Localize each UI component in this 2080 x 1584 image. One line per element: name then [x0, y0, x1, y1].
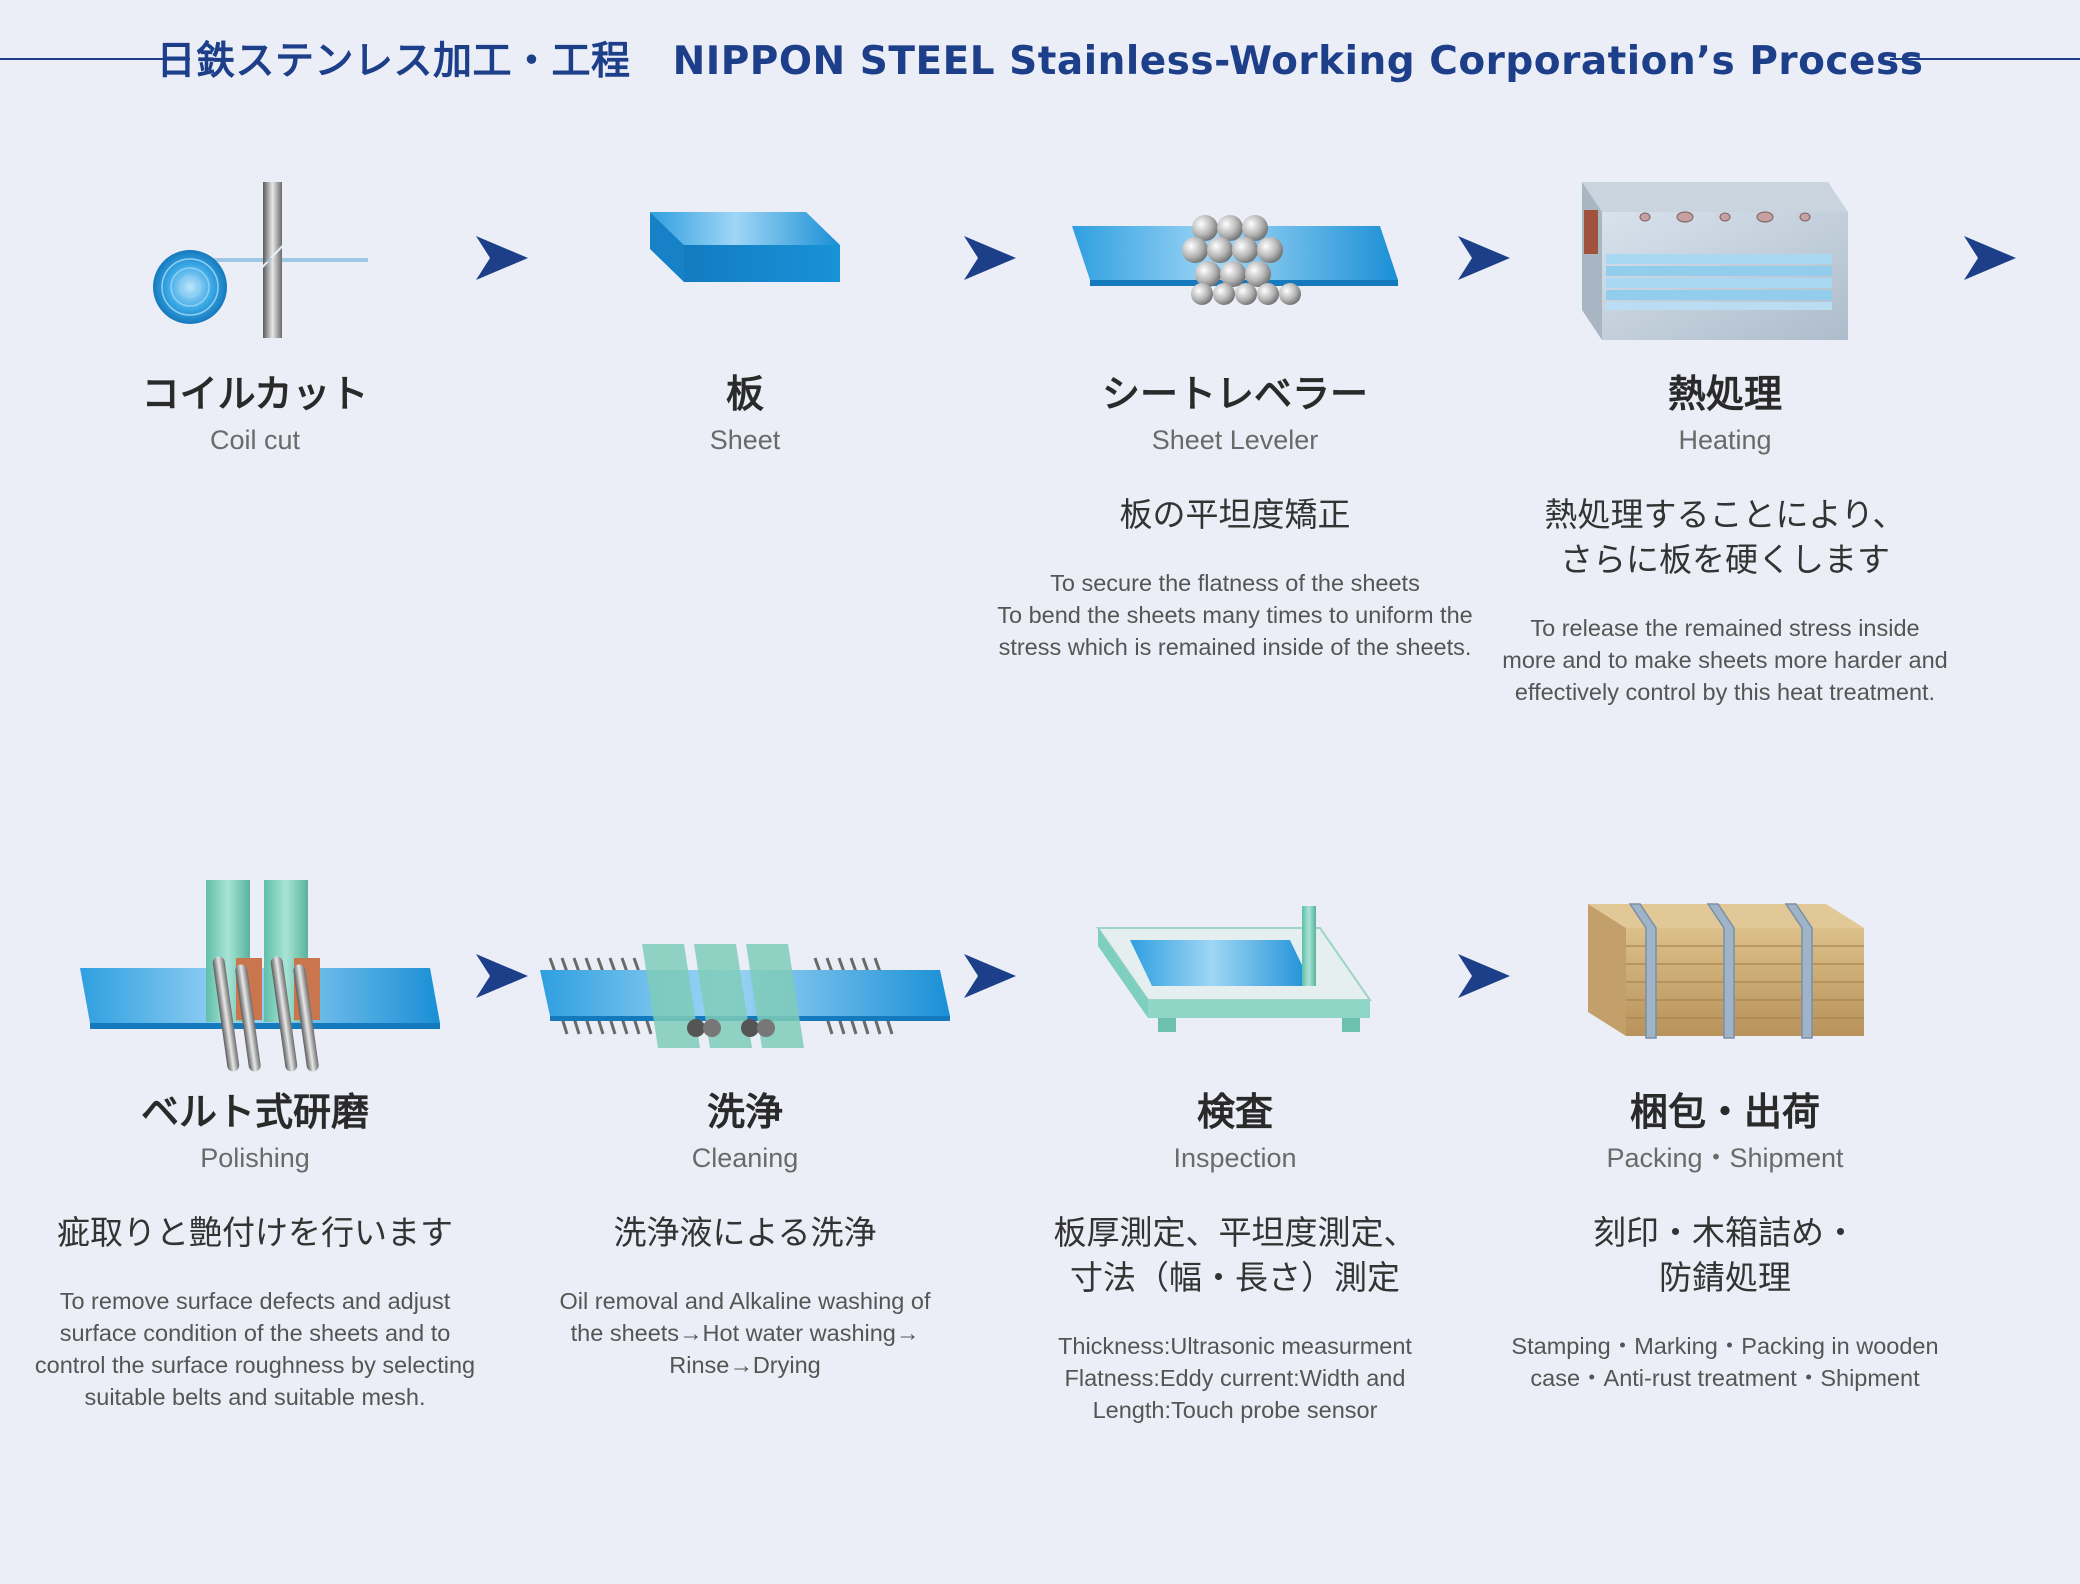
desc-en-line: stress which is remained inside of the s… [998, 634, 1472, 660]
desc-jp-line: 熱処理することにより、 [1544, 495, 1906, 534]
sheet-icon [500, 150, 990, 370]
desc-en-line: Stamping・Marking・Packing in wooden [1511, 1333, 1939, 1359]
step-desc-jp: 洗浄液による洗浄 [500, 1210, 990, 1255]
desc-en-line: Flatness:Eddy current:Width and [1064, 1365, 1406, 1391]
wooden-crate-icon [1480, 868, 1970, 1088]
step-sheet-leveler: シートレベラー Sheet Leveler 板の平坦度矯正 To secure … [990, 150, 1480, 663]
step-title-en: Cleaning [691, 1143, 799, 1173]
desc-en-line: the sheets→Hot water washing→ [570, 1320, 920, 1346]
desc-en-line: To bend the sheets many times to uniform… [997, 602, 1473, 628]
desc-jp-line: 洗浄液による洗浄 [613, 1213, 877, 1252]
coil-cut-icon [10, 150, 500, 370]
step-title-jp: 洗浄 [706, 1090, 783, 1134]
step-desc-en: To remove surface defects and adjust sur… [10, 1285, 500, 1413]
page-title-en: NIPPON STEEL Stainless-Working Corporati… [672, 39, 1924, 84]
step-title-en: Sheet [709, 425, 781, 455]
page-header: 日鉄ステンレス加工・工程 NIPPON STEEL Stainless-Worki… [0, 24, 2080, 90]
step-title-en: Polishing [200, 1143, 310, 1173]
step-desc-en: To secure the flatness of the sheets To … [990, 567, 1480, 663]
desc-en-line: more and to make sheets more harder and [1502, 647, 1948, 673]
step-desc-en: Stamping・Marking・Packing in wooden case・… [1480, 1330, 1970, 1394]
step-title-en: Coil cut [209, 425, 301, 455]
heating-furnace-icon [1480, 150, 1970, 370]
step-desc-en: To release the remained stress inside mo… [1480, 612, 1970, 708]
step-desc-jp: 刻印・木箱詰め・ 防錆処理 [1480, 1210, 1970, 1300]
step-title-jp: 板 [725, 372, 764, 416]
step-title-en: Heating [1678, 425, 1772, 455]
cleaning-line-icon [500, 868, 990, 1088]
desc-jp-line: さらに板を硬くします [1560, 540, 1890, 579]
step-desc-jp: 板厚測定、平坦度測定、 寸法（幅・長さ）測定 [990, 1210, 1480, 1300]
step-desc-en: Thickness:Ultrasonic measurment Flatness… [990, 1330, 1480, 1426]
step-desc-jp: 熱処理することにより、 さらに板を硬くします [1480, 492, 1970, 582]
step-title-en: Inspection [1173, 1143, 1297, 1173]
desc-en-line: surface condition of the sheets and to [59, 1320, 451, 1346]
desc-en-line: Length:Touch probe sensor [1092, 1397, 1378, 1423]
step-title-jp: 熱処理 [1667, 372, 1782, 416]
header-rule-right [1890, 58, 2080, 60]
step-desc-jp: 疵取りと艶付けを行います [10, 1210, 500, 1255]
step-cleaning: 洗浄 Cleaning 洗浄液による洗浄 Oil removal and Alk… [500, 868, 990, 1381]
step-title-jp: 梱包・出荷 [1629, 1090, 1820, 1134]
step-packing-shipment: 梱包・出荷 Packing・Shipment 刻印・木箱詰め・ 防錆処理 Sta… [1480, 868, 1970, 1394]
flow-arrow-icon [1458, 954, 1510, 998]
desc-en-line: effectively control by this heat treatme… [1514, 679, 1936, 705]
step-title-en: Sheet Leveler [1151, 425, 1319, 455]
step-title-jp: コイルカット [141, 372, 369, 416]
sheet-leveler-icon [990, 150, 1480, 370]
page-title: 日鉄ステンレス加工・工程 NIPPON STEEL Stainless-Worki… [0, 30, 2080, 86]
step-title-en: Packing・Shipment [1606, 1143, 1844, 1173]
desc-jp-line: 板の平坦度矯正 [1119, 495, 1351, 534]
desc-jp-line: 寸法（幅・長さ）測定 [1070, 1258, 1400, 1297]
flow-arrow-icon [476, 236, 528, 280]
desc-jp-line: 刻印・木箱詰め・ [1593, 1213, 1857, 1252]
desc-jp-line: 防錆処理 [1659, 1258, 1791, 1297]
flow-arrow-icon [964, 954, 1016, 998]
desc-jp-line: 疵取りと艶付けを行います [57, 1213, 453, 1252]
page-title-jp: 日鉄ステンレス加工・工程 [156, 39, 631, 84]
step-heating: 熱処理 Heating 熱処理することにより、 さらに板を硬くします To re… [1480, 150, 1970, 708]
step-sheet: 板 Sheet [500, 150, 990, 460]
desc-en-line: control the surface roughness by selecti… [34, 1352, 476, 1378]
belt-polishing-icon [10, 868, 500, 1088]
step-title-jp: ベルト式研磨 [140, 1090, 369, 1134]
desc-en-line: Rinse→Drying [669, 1352, 821, 1378]
flow-arrow-icon [964, 236, 1016, 280]
desc-en-line: suitable belts and suitable mesh. [84, 1384, 426, 1410]
desc-en-line: To secure the flatness of the sheets [1050, 570, 1420, 596]
step-inspection: 検査 Inspection 板厚測定、平坦度測定、 寸法（幅・長さ）測定 Thi… [990, 868, 1480, 1426]
header-rule-left [0, 58, 190, 60]
step-title-jp: 検査 [1196, 1090, 1273, 1134]
flow-arrow-icon [1964, 236, 2016, 280]
step-desc-en: Oil removal and Alkaline washing of the … [500, 1285, 990, 1381]
desc-en-line: Oil removal and Alkaline washing of [559, 1288, 931, 1314]
step-polishing: ベルト式研磨 Polishing 疵取りと艶付けを行います To remove … [10, 868, 500, 1413]
desc-en-line: To remove surface defects and adjust [59, 1288, 451, 1314]
desc-en-line: case・Anti-rust treatment・Shipment [1530, 1365, 1920, 1391]
desc-en-line: To release the remained stress inside [1530, 615, 1920, 641]
step-desc-jp: 板の平坦度矯正 [990, 492, 1480, 537]
step-coil-cut: コイルカット Coil cut [10, 150, 500, 460]
step-title-jp: シートレベラー [1101, 372, 1368, 416]
flow-arrow-icon [1458, 236, 1510, 280]
desc-en-line: Thickness:Ultrasonic measurment [1058, 1333, 1412, 1359]
flow-arrow-icon [476, 954, 528, 998]
desc-jp-line: 板厚測定、平坦度測定、 [1053, 1213, 1417, 1252]
inspection-table-icon [990, 868, 1480, 1088]
